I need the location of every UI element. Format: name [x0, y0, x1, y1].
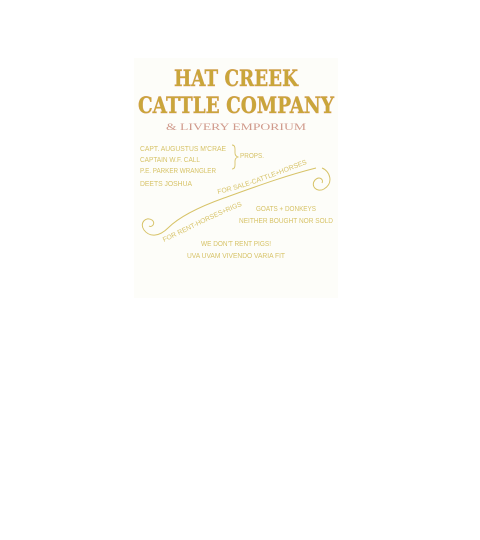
poster-artwork: HAT CREEK CATTLE COMPANY & LIVERY EMPORI… — [138, 66, 335, 260]
brace-ornament — [231, 144, 240, 170]
poster-subtitle: & LIVERY EMPORIUM — [166, 123, 307, 133]
props-label: PROPS. — [240, 153, 264, 160]
for-sale-ribbon: FOR SALE-CATTLE+HORSES — [217, 159, 308, 196]
poster-title-line1: HAT CREEK — [174, 66, 299, 92]
proprietor-2: CAPTAIN W.F. CALL — [140, 155, 200, 164]
poster-print: HAT CREEK CATTLE COMPANY & LIVERY EMPORI… — [134, 58, 338, 298]
proprietor-1: CAPT. AUGUSTUS M'CRAE — [140, 144, 226, 153]
proprietor-3: P.E. PARKER WRANGLER — [140, 166, 216, 175]
poster-title-line2: CATTLE COMPANY — [138, 93, 334, 119]
neither-bought-line: NEITHER BOUGHT NOR SOLD — [239, 216, 333, 225]
motto-line: UVA UVAM VIVENDO VARIA FIT — [187, 251, 286, 260]
no-pigs-line: WE DON'T RENT PIGS! — [201, 239, 271, 248]
goats-donkeys-line: GOATS + DONKEYS — [256, 204, 316, 213]
flourish-ornament — [141, 167, 331, 236]
proprietor-4: DEETS JOSHUA — [140, 179, 192, 188]
